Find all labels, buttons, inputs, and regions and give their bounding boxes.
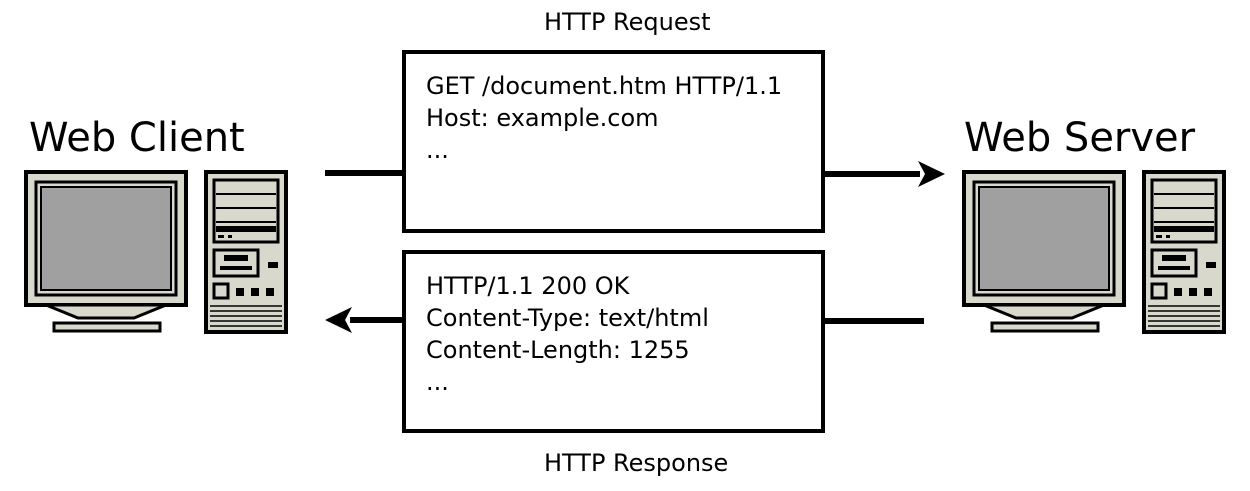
response-header-content-type: Content-Type: text/html (426, 304, 709, 332)
web-server-title: Web Server (964, 115, 1196, 161)
response-header-content-length: Content-Length: 1255 (426, 336, 690, 364)
request-line: GET /document.htm HTTP/1.1 (426, 72, 783, 100)
web-client-title: Web Client (29, 115, 245, 161)
response-message-box: HTTP/1.1 200 OK Content-Type: text/html … (402, 250, 825, 433)
web-client-computer-icon (24, 170, 288, 334)
request-message-box: GET /document.htm HTTP/1.1 Host: example… (402, 50, 825, 233)
request-ellipsis: ... (426, 136, 449, 164)
request-arrowhead-icon (918, 161, 945, 187)
request-header-host: Host: example.com (426, 104, 659, 132)
response-caption: HTTP Response (544, 449, 729, 477)
response-status-line: HTTP/1.1 200 OK (426, 272, 630, 300)
response-ellipsis: ... (426, 368, 449, 396)
web-server-computer-icon (962, 170, 1226, 334)
request-caption: HTTP Request (544, 8, 711, 36)
response-arrowhead-icon (325, 307, 352, 333)
